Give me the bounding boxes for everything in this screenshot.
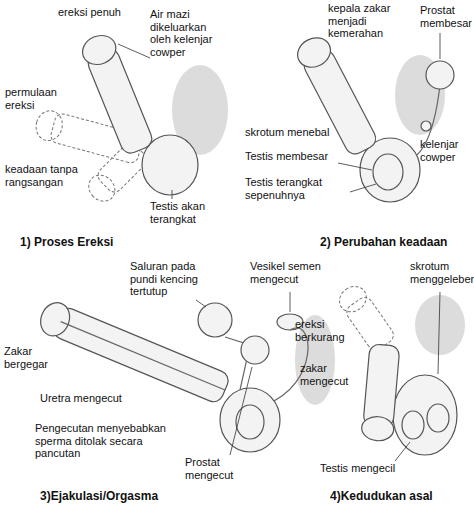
scrotum (220, 388, 280, 452)
part-label: Saluran pada pundi kencing tertutup (130, 260, 225, 298)
part-label: kelenjar cowper (420, 138, 472, 163)
testis (373, 154, 403, 190)
leader-line (438, 292, 440, 374)
bladder (198, 303, 232, 337)
part-label: keadaan tanpa rangsangan (5, 163, 85, 188)
panel-caption: 1) Proses Ereksi (20, 236, 160, 250)
panel-caption: 4)Kedudukan asal (330, 490, 470, 504)
leader-line (350, 184, 376, 192)
part-label: Prostat mengecut (185, 456, 247, 481)
leader-line (395, 442, 410, 461)
part-label: ereksi berkurang (295, 318, 350, 343)
part-label: permulaan ereksi (5, 86, 75, 111)
part-label: zakar mengecut (300, 362, 358, 387)
part-label: Prostat membesar (420, 4, 472, 29)
testis (236, 405, 264, 439)
part-label: Testis mengecil (320, 462, 420, 475)
leader-line (230, 367, 252, 455)
part-label: kepala zakar menjadi kemerahan (328, 2, 416, 40)
leader-line (118, 44, 150, 58)
testis (427, 404, 449, 432)
leader-line (440, 33, 441, 59)
penis (361, 344, 401, 442)
leader-line (338, 163, 372, 170)
part-label: Air mazi dikeluarkan oleh kelenjar cowpe… (150, 8, 230, 59)
part-label: Zakar bergegar (4, 345, 59, 370)
penis (292, 32, 380, 158)
part-label: ereksi penuh (58, 6, 138, 19)
panel-caption: 2) Perubahan keadaan (320, 236, 470, 250)
penis (78, 31, 156, 157)
testis (402, 411, 424, 439)
part-label: Testis membesar (245, 150, 335, 163)
leader-line (172, 190, 173, 199)
part-label: Uretra mengecut (40, 392, 150, 405)
penis (36, 298, 232, 405)
prostate (426, 61, 454, 89)
leader-line (196, 300, 206, 307)
part-label: Pengecutan menyebabkan sperma ditolak se… (35, 422, 185, 460)
panel-caption: 3)Ejakulasi/Orgasma (40, 490, 220, 504)
part-label: Testis terangkat sepenuhnya (245, 176, 345, 201)
part-label: skrotum menebal (245, 126, 335, 139)
part-label: Testis akan terangkat (150, 200, 235, 225)
cowper-gland (421, 121, 431, 131)
part-label: Vesikel semen mengecut (250, 260, 330, 285)
leader-line (290, 292, 291, 312)
scrotum (393, 375, 457, 455)
part-label: skrotum menggeleber (410, 260, 472, 285)
prostate (241, 336, 269, 364)
